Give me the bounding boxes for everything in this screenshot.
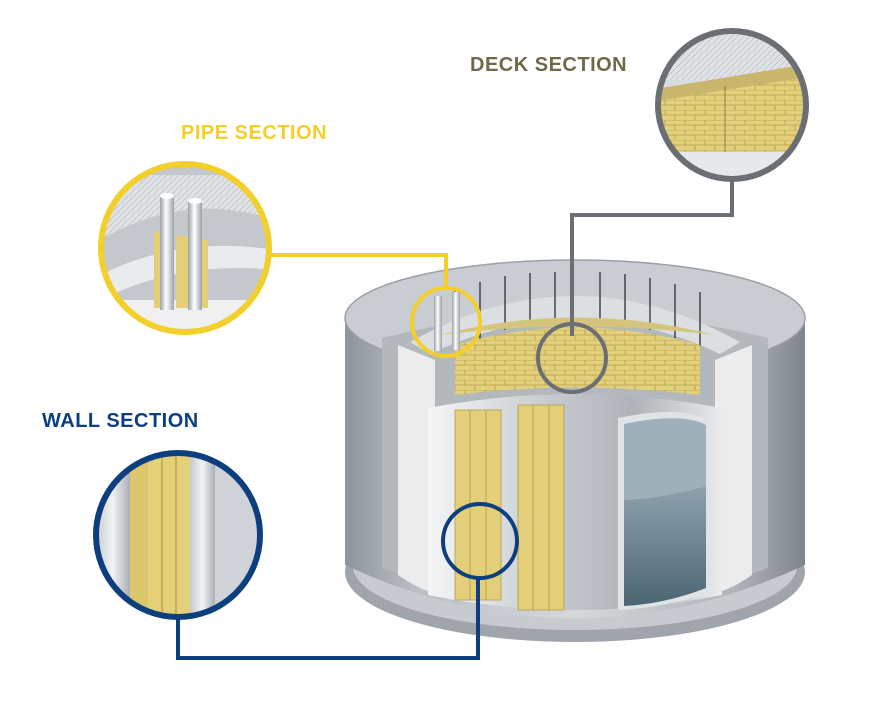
wall-connector-line — [176, 577, 480, 660]
wall-section-magnifier — [93, 450, 263, 620]
liquid — [624, 486, 706, 606]
deck-insulation — [455, 327, 700, 395]
deck-section-label: DECK SECTION — [470, 54, 628, 76]
wall-marker — [441, 502, 519, 580]
pipe-section-magnifier — [98, 161, 272, 335]
pipe-connector-line — [268, 253, 448, 290]
pipe-section-label: PIPE SECTION — [181, 122, 328, 144]
deck-connector-line — [570, 180, 734, 336]
deck-section-magnifier — [655, 28, 809, 182]
deck-marker — [536, 322, 608, 394]
wall-section-label: WALL SECTION — [42, 410, 199, 432]
pipe-marker — [410, 286, 482, 358]
